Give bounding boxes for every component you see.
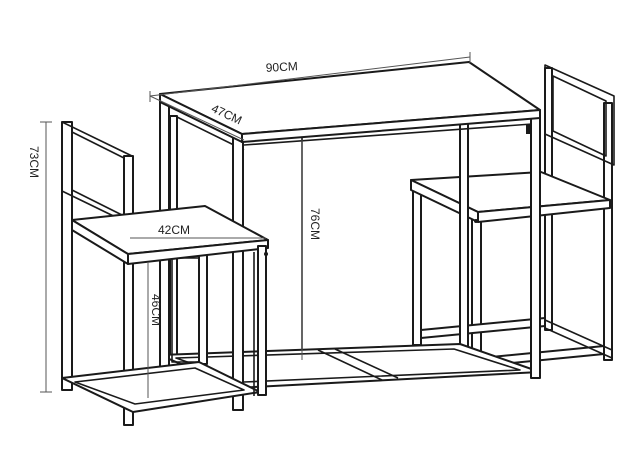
dim-label-table-width: 90CM bbox=[265, 59, 298, 75]
left-chair bbox=[61, 121, 269, 426]
dim-label-chair-seat-width: 42CM bbox=[158, 223, 190, 237]
dim-label-chair-seat-height: 46CM bbox=[149, 294, 163, 326]
dimension-lines bbox=[40, 52, 471, 398]
dim-label-table-height: 76CM bbox=[308, 208, 322, 240]
dim-label-chair-total-height: 73CM bbox=[27, 146, 41, 178]
